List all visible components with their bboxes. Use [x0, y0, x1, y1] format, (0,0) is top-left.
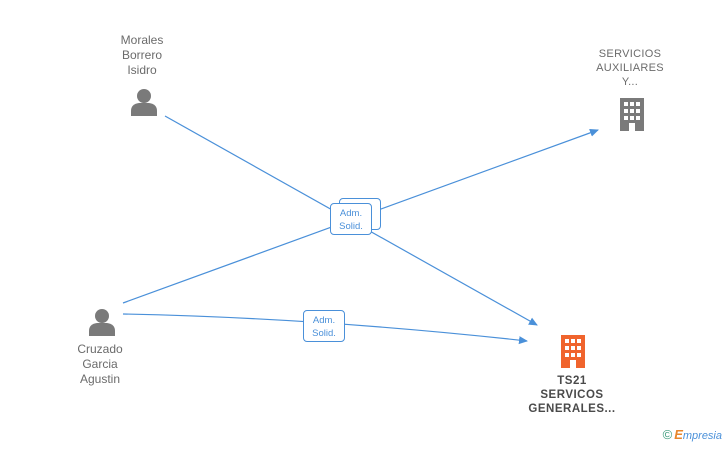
name-line: Isidro — [127, 63, 157, 77]
company-servicios-label[interactable]: SERVICIOS AUXILIARES Y... — [580, 47, 680, 89]
edge-role-text: Adm. — [339, 208, 363, 219]
edge-role-text: Adm. — [312, 315, 336, 326]
edge-role-text: Solid. — [339, 221, 363, 232]
brand-initial: E — [674, 427, 683, 442]
person-icon[interactable] — [129, 88, 159, 116]
person-morales-label[interactable]: Morales Borrero Isidro — [100, 33, 184, 78]
name-line: SERVICOS — [540, 389, 604, 401]
edge-label-lower[interactable]: Adm. Solid. — [303, 310, 345, 342]
name-line: Y... — [621, 76, 639, 88]
name-line: GENERALES... — [528, 403, 616, 415]
building-icon[interactable] — [617, 98, 647, 131]
name-line: Borrero — [121, 48, 162, 62]
person-cruzado-label[interactable]: Cruzado Garcia Agustin — [58, 342, 142, 387]
company-ts21-label[interactable]: TS21 SERVICOS GENERALES... — [512, 374, 632, 416]
edge-role-text: Solid. — [312, 328, 336, 339]
name-line: TS21 — [557, 375, 587, 387]
brand-name: mpresia — [682, 430, 722, 442]
name-line: SERVICIOS — [598, 48, 662, 60]
name-line: Garcia — [82, 357, 118, 371]
name-line: AUXILIARES — [596, 62, 664, 74]
name-line: Morales — [120, 33, 164, 47]
person-icon[interactable] — [87, 308, 117, 336]
edge-label-center[interactable]: Adm. Solid. — [330, 203, 372, 235]
empresia-logo: ©Empresia — [663, 427, 722, 442]
name-line: Cruzado — [77, 342, 123, 356]
copyright-symbol: © — [662, 427, 673, 442]
building-icon[interactable] — [558, 335, 588, 368]
name-line: Agustin — [79, 372, 121, 386]
